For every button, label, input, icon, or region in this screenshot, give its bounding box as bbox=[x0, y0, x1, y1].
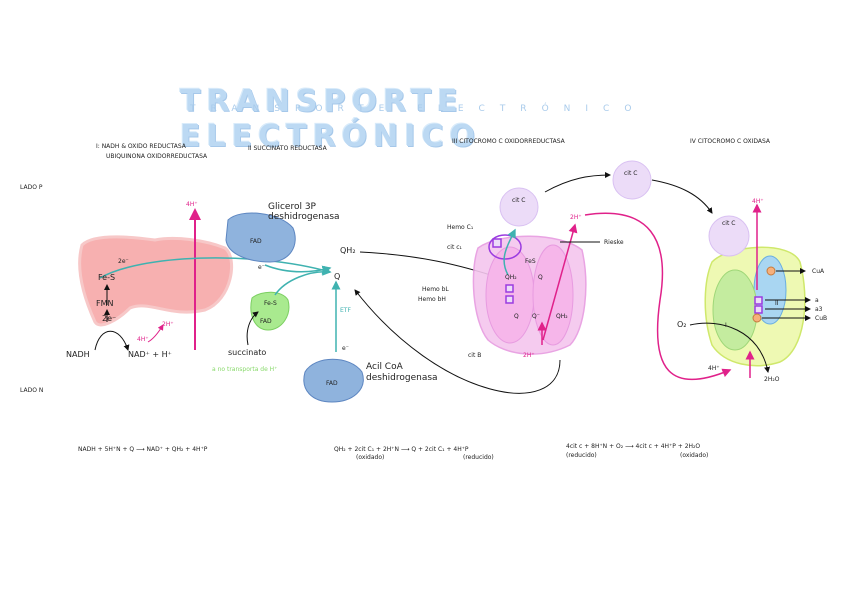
c3-cit-c1-ring bbox=[488, 234, 522, 260]
equation-c4-right: (oxidado) bbox=[680, 452, 709, 459]
c3-heme-c1 bbox=[492, 238, 502, 248]
c4-ii-label: II bbox=[775, 300, 779, 307]
cit-c-free bbox=[612, 160, 652, 200]
c3-q-label: Q bbox=[538, 274, 543, 281]
c4-i-label: I bbox=[725, 322, 727, 329]
c4-cub-label: CuB bbox=[815, 315, 828, 322]
glicerol-e-arrow bbox=[264, 264, 332, 275]
side-n-label: LADO N bbox=[20, 387, 44, 394]
c1-title-2: UBIQUINONA OXIDORREDUCTASA bbox=[106, 153, 208, 160]
equation-c3-left: (oxidado) bbox=[356, 454, 385, 461]
c3-2h-bottom-label: 2H⁺ bbox=[523, 352, 535, 359]
nad-label: NAD⁺ + H⁺ bbox=[128, 350, 172, 359]
acil-name-2: deshidrogenasa bbox=[366, 373, 438, 383]
c4-4h-in-label: 4H⁺ bbox=[708, 365, 720, 372]
c1-nadh-arrow bbox=[94, 330, 130, 351]
complex-ii-shape bbox=[250, 291, 290, 331]
c1-small-h1-label: 4H⁺ bbox=[137, 336, 149, 343]
c3-q2-label: Q bbox=[514, 313, 519, 320]
cit-c-to-free-arrow bbox=[544, 172, 611, 193]
c1-title-1: I: NADH & OXIDO REDUCTASA bbox=[96, 143, 186, 150]
equation-c1: NADH + 5H⁺N + Q ⟶ NAD⁺ + QH₂ + 4H⁺P bbox=[78, 446, 208, 453]
glicerol-e-label: e⁻ bbox=[258, 264, 265, 271]
c3-to-c4-proton-path bbox=[584, 212, 732, 381]
acil-fad-shape bbox=[303, 358, 364, 403]
equation-c3: QH₂ + 2cit C₁ + 2H⁺N ⟶ Q + 2cit C₁ + 4H⁺… bbox=[334, 446, 469, 453]
glicerol-fad-label: FAD bbox=[250, 238, 262, 245]
acil-name-1: Acil CoA bbox=[366, 362, 403, 372]
page-subtitle: TRANSPORTE ELECTRÓNICO bbox=[190, 104, 647, 114]
c4-o2-label: O₂ bbox=[677, 320, 687, 329]
equation-c4: 4cit c + 8H⁺N + O₂ ⟶ 4cit c + 4H⁺P + 2H₂… bbox=[566, 443, 701, 450]
acil-fad-label: FAD bbox=[326, 380, 338, 387]
equation-c3-right: (reducido) bbox=[463, 454, 494, 461]
etf-label: ETF bbox=[340, 307, 351, 314]
c4-4h-label: 4H⁺ bbox=[752, 198, 764, 205]
c3-q-minus-label: Q⁻ bbox=[532, 313, 540, 320]
c4-a3-label: a3 bbox=[815, 306, 823, 313]
c3-rieske-label: Rieske bbox=[604, 239, 624, 246]
c3-cit-c bbox=[499, 187, 539, 227]
c4-sub-blue bbox=[753, 255, 787, 325]
c3-heme-bl bbox=[505, 284, 514, 293]
c4-cu-a bbox=[766, 266, 776, 276]
c3-cit-b-label: cit B bbox=[468, 352, 482, 359]
c3-lobe-right bbox=[532, 244, 574, 346]
c3-qh2-label: QH₂ bbox=[505, 274, 517, 281]
c2-e-arrow bbox=[274, 266, 332, 296]
glicerol-fad-shape bbox=[225, 212, 296, 263]
glicerol-name-1: Glicerol 3P bbox=[268, 202, 316, 212]
c2-title: II SUCCINATO REDUCTASA bbox=[248, 145, 327, 152]
c1-electron-path bbox=[99, 257, 332, 279]
c4-cit-c-label: cit C bbox=[722, 220, 736, 227]
c1-e-label: 2e⁻ bbox=[118, 258, 129, 265]
c4-sub-green bbox=[712, 269, 758, 351]
side-p-label: LADO P bbox=[20, 184, 43, 191]
c3-hemo-bl-label: Hemo bL bbox=[422, 286, 449, 293]
q-label: Q bbox=[334, 272, 341, 281]
c3-e-path bbox=[503, 228, 516, 276]
cit-c-to-c4-arrow bbox=[651, 179, 713, 214]
qh2-label: QH₂ bbox=[340, 246, 356, 255]
equation-c4-left: (reducido) bbox=[566, 452, 597, 459]
c3-2h-top-label: 2H⁺ bbox=[570, 214, 582, 221]
c3-hemo-bh-label: Hemo bH bbox=[418, 296, 446, 303]
cit-c-free-label: cit C bbox=[624, 170, 638, 177]
c1-fmn-label: FMN bbox=[96, 299, 114, 308]
c3-hemo-c1-label: Hemo C₁ bbox=[447, 224, 474, 231]
c1-small-h-arrow bbox=[147, 324, 164, 343]
glicerol-name-2: deshidrogenasa bbox=[268, 212, 340, 222]
page-title: TRANSPORTE ELECTRÓNICO bbox=[180, 84, 481, 154]
q-return-arrow bbox=[354, 289, 561, 394]
c4-a-label: a bbox=[815, 297, 819, 304]
nadh-label: NADH bbox=[66, 350, 90, 359]
c2-note: a no transporta de H⁺ bbox=[212, 366, 278, 373]
c4-h2o-label: 2H₂O bbox=[764, 376, 780, 383]
c1-2e-label: 2e⁻ bbox=[102, 314, 117, 323]
c2-succinato-arrow bbox=[246, 311, 259, 346]
c3-cit-c1-label: cit c₁ bbox=[447, 244, 462, 251]
succinato-label: succinato bbox=[228, 348, 267, 357]
c3-title: III CITOCROMO C OXIDORREDUCTASA bbox=[452, 138, 565, 145]
c4-cu-b bbox=[752, 313, 762, 323]
c4-heme-a bbox=[754, 296, 763, 305]
c3-heme-bh bbox=[505, 295, 514, 304]
c3-proton-arrow bbox=[542, 223, 578, 341]
c2-fes-label: Fe-S bbox=[264, 300, 277, 307]
c3-fes-label: FeS bbox=[525, 258, 536, 265]
c4-cit-c bbox=[708, 215, 750, 257]
c3-qh2b-label: QH₂ bbox=[556, 313, 568, 320]
c4-cua-label: CuA bbox=[812, 268, 825, 275]
c4-o2-arrow bbox=[689, 322, 771, 373]
c3-cit-c-label: cit C bbox=[512, 197, 526, 204]
c4-title: IV CITOCROMO C OXIDASA bbox=[690, 138, 770, 145]
c2-fad-label: FAD bbox=[260, 318, 272, 325]
c4-heme-a3 bbox=[754, 305, 763, 314]
acil-e-label: e⁻ bbox=[342, 345, 349, 352]
c1-4h-label: 4H⁺ bbox=[186, 201, 198, 208]
c1-small-h2-label: 2H⁺ bbox=[162, 321, 174, 328]
c1-fes-label: Fe-S bbox=[98, 273, 116, 282]
